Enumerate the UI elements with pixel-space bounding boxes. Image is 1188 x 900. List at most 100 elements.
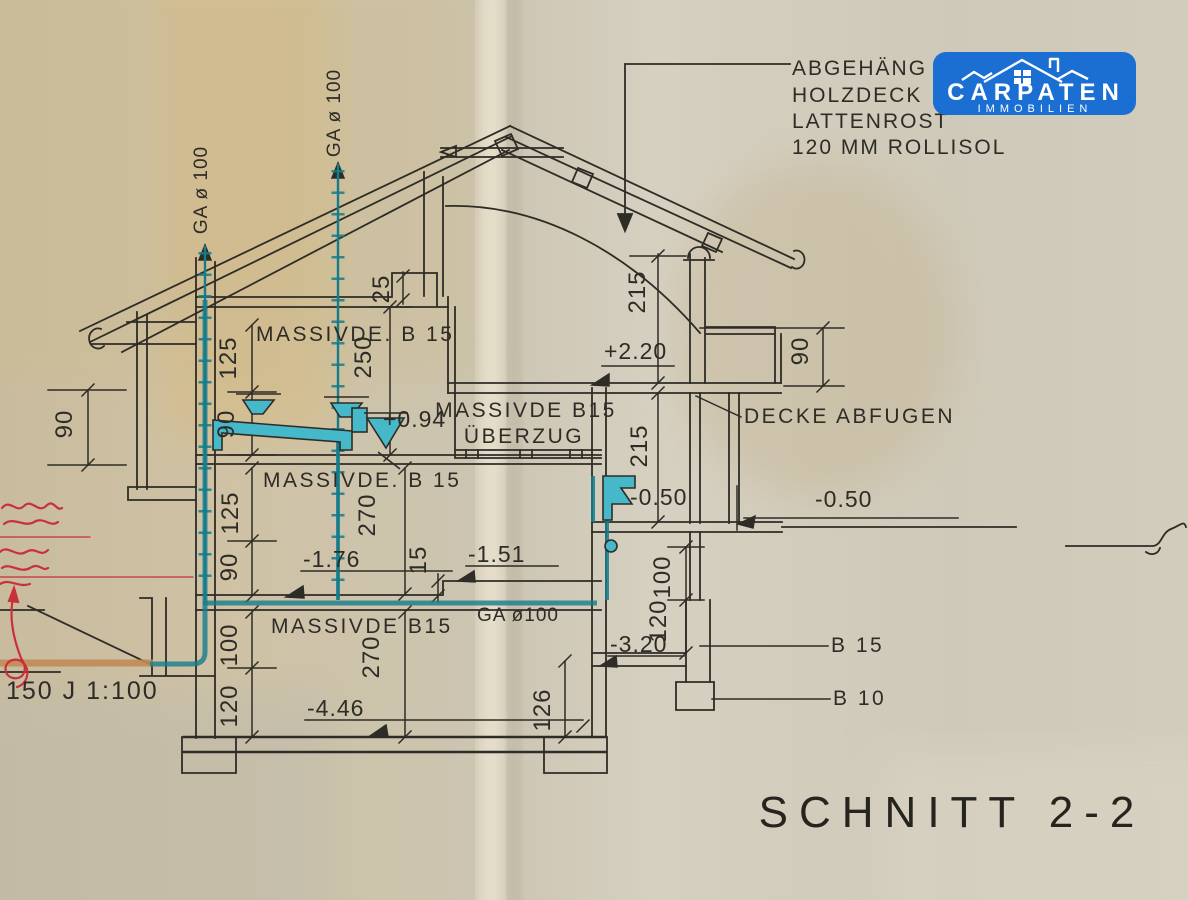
ceiling-note-arrow <box>616 63 791 234</box>
leader-lines <box>300 365 959 734</box>
entry-ceiling-slab <box>447 382 782 394</box>
logo-roofline-icon <box>961 57 1089 84</box>
rafter-blocks <box>570 166 724 254</box>
attic-right-wall <box>447 296 456 394</box>
dim-125-first: 125 <box>217 491 244 534</box>
paper-light-bottom-right <box>880 750 1188 900</box>
pipe-label-left: GA ø 100 <box>191 146 212 234</box>
red-scribble-1 <box>0 502 64 526</box>
logo-subtitle: IMMOBILIEN <box>978 103 1093 115</box>
dim-120-entry: 120 <box>645 599 672 642</box>
roof <box>78 63 806 354</box>
pipe-scale-note: 150 J 1:100 <box>6 677 159 705</box>
plumbing-teal <box>150 164 636 667</box>
level-minus176: -1.76 <box>303 546 360 572</box>
dim-90-eaves: 90 <box>51 410 78 439</box>
fixtures <box>212 393 636 553</box>
room-label-first: MASSIVDE. B 15 <box>263 469 461 492</box>
downpipe-left <box>150 300 208 667</box>
dim-270-first: 270 <box>354 493 381 536</box>
p-trap <box>604 539 618 553</box>
dim-100-entry: 100 <box>649 555 676 598</box>
red-arrowhead <box>7 584 20 604</box>
paper-shade-bottom-left <box>0 690 330 900</box>
dim-90-parapet: 90 <box>787 337 814 366</box>
logo-name: CARPATEN <box>947 79 1125 106</box>
logo-background <box>933 52 1136 115</box>
dim-126-footing: 126 <box>529 688 556 731</box>
dim-90-first: 90 <box>216 553 243 582</box>
room-label-ground: MASSIVDE B15 <box>271 615 453 638</box>
parapet <box>705 326 782 384</box>
dim-250: 250 <box>350 335 377 378</box>
level-minus050-outside: -0.50 <box>815 486 872 512</box>
balcony-slab <box>127 486 197 501</box>
trough-riser <box>351 407 368 433</box>
ceiling-note-line2: HOLZDECK <box>792 84 922 107</box>
attic-wall <box>423 171 444 297</box>
collar-tie <box>438 144 564 159</box>
paper-stain-right <box>675 160 955 500</box>
dim-25: 25 <box>368 275 395 304</box>
ceiling-joint-label: DECKE ABFUGEN <box>744 405 955 428</box>
level-minus151: -1.51 <box>468 541 525 567</box>
dim-215-entry: 215 <box>626 424 653 467</box>
red-scribble-2 <box>0 548 50 587</box>
drawing-title: SCHNITT 2-2 <box>759 788 1146 837</box>
beam-label-line2: ÜBERZUG <box>464 425 584 448</box>
dim-15-step: 15 <box>405 546 432 575</box>
dim-100-ground: 100 <box>216 623 243 666</box>
level-minus320: -3.20 <box>610 631 667 657</box>
entry-lower-walls <box>689 392 740 524</box>
red-markup <box>0 502 194 689</box>
terrain-line <box>781 522 1188 555</box>
washbasin-1 <box>236 393 281 415</box>
footing-label-b10: B 10 <box>833 687 886 710</box>
ridge-purlin <box>493 132 520 158</box>
wc-fixture <box>602 475 636 521</box>
left-wall <box>195 257 216 739</box>
text-labels: ABGEHÄNG HOLZDECK LATTENROST 120 MM ROLL… <box>6 57 1146 837</box>
room-label-attic: MASSIVDE. B 15 <box>256 323 454 346</box>
level-plus220: +2.20 <box>604 338 667 364</box>
gutter-left <box>88 327 106 350</box>
dimension-lines <box>47 160 959 745</box>
uberzug-beam <box>454 392 602 459</box>
mid-floor-slab <box>195 580 602 611</box>
dim-120-ground: 120 <box>216 684 243 727</box>
entry-outer-wall <box>689 253 706 384</box>
footings-left <box>181 736 608 774</box>
ink-linework <box>0 63 1188 774</box>
pipe-label-basement: GA ø100 <box>477 605 559 626</box>
right-building <box>591 246 1188 711</box>
ceiling-note-line3: LATTENROST <box>792 110 949 133</box>
ground-leader-lines <box>0 604 154 673</box>
dim-270-ground: 270 <box>358 635 385 678</box>
agency-logo: CARPATEN IMMOBILIEN <box>933 52 1136 115</box>
gutter-right <box>790 249 806 270</box>
basement-floor-slab <box>182 735 608 754</box>
drain-trough <box>212 419 353 451</box>
purlin <box>683 246 715 261</box>
beam-label-line1: MASSIVDE B15 <box>435 399 617 422</box>
level-minus446: -4.46 <box>307 695 364 721</box>
ceiling-note-line1: ABGEHÄNG <box>792 57 927 80</box>
basement-stub-wall <box>139 597 216 677</box>
attic-ceiling-slab <box>195 272 449 308</box>
dim-90-attic: 90 <box>213 410 240 439</box>
dimension-ticks <box>80 248 831 745</box>
suspended-ceiling-curve <box>445 205 702 335</box>
level-plus094: +0.94 <box>383 406 446 432</box>
beam-hangers <box>465 449 583 459</box>
pipe-label-right: GA ø 100 <box>324 69 345 157</box>
wall-label-b15: B 15 <box>831 634 884 657</box>
dim-215-upper: 215 <box>624 270 651 313</box>
level-minus050-inside: -0.50 <box>630 484 687 510</box>
dim-125-attic: 125 <box>215 336 242 379</box>
ceiling-note-line4: 120 MM ROLLISOL <box>792 136 1006 159</box>
entry-drain-pipe <box>591 476 609 600</box>
washbasin-2 <box>324 396 369 418</box>
funnel-gully <box>364 412 408 470</box>
